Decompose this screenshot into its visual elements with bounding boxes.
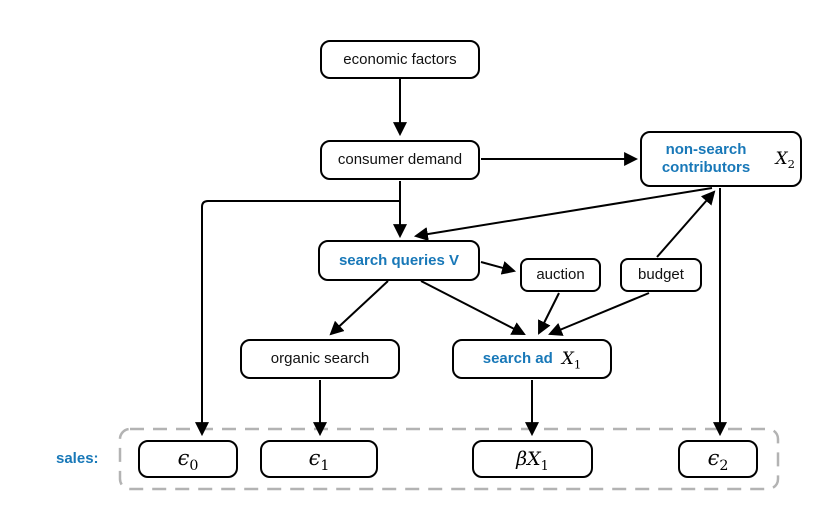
- node-sales-eps2: ϵ2: [678, 440, 758, 478]
- node-label: non-search contributors: [661, 141, 751, 176]
- edge-auction-to-search-ad: [538, 292, 560, 335]
- node-search-queries: search queries V: [318, 240, 480, 281]
- node-sales-eps0: ϵ0: [138, 440, 238, 478]
- edge-search-queries-to-organic-search: [329, 280, 389, 336]
- node-variable: X2: [775, 148, 795, 172]
- edge-budget-to-non-search: [656, 190, 716, 258]
- node-sales-eps1: ϵ1: [260, 440, 378, 478]
- edge-search-queries-to-auction: [480, 261, 517, 275]
- edge-consumer-demand-to-sales-eps0: [195, 200, 400, 437]
- edge-budget-to-search-ad: [548, 292, 650, 336]
- node-label: budget: [638, 266, 684, 283]
- sales-row-label: sales:: [56, 450, 99, 467]
- node-label: economic factors: [343, 50, 457, 68]
- node-non-search-contributors: non-search contributors X2: [640, 131, 802, 187]
- node-variable: X1: [561, 348, 582, 372]
- edge-non-search-to-search-queries: [413, 187, 713, 242]
- node-label: consumer demand: [337, 151, 463, 168]
- node-search-ad: search ad X1: [452, 339, 612, 379]
- sales-dashed-box: [118, 427, 780, 491]
- node-economic-factors: economic factors: [320, 40, 480, 79]
- node-organic-search: organic search: [240, 339, 400, 379]
- node-consumer-demand: consumer demand: [320, 140, 480, 180]
- node-sales-beta-x1: βX1: [472, 440, 593, 478]
- node-budget: budget: [620, 258, 702, 292]
- node-label: search ad: [482, 350, 553, 367]
- node-variable: ϵ2: [707, 446, 729, 475]
- node-label: search queries V: [338, 251, 460, 269]
- node-label: organic search: [270, 350, 370, 367]
- node-label: auction: [536, 266, 585, 283]
- node-variable: βX1: [516, 447, 549, 474]
- node-variable: ϵ0: [177, 446, 199, 475]
- edge-search-queries-to-search-ad: [420, 280, 526, 335]
- node-auction: auction: [520, 258, 601, 292]
- node-variable: ϵ1: [308, 446, 330, 475]
